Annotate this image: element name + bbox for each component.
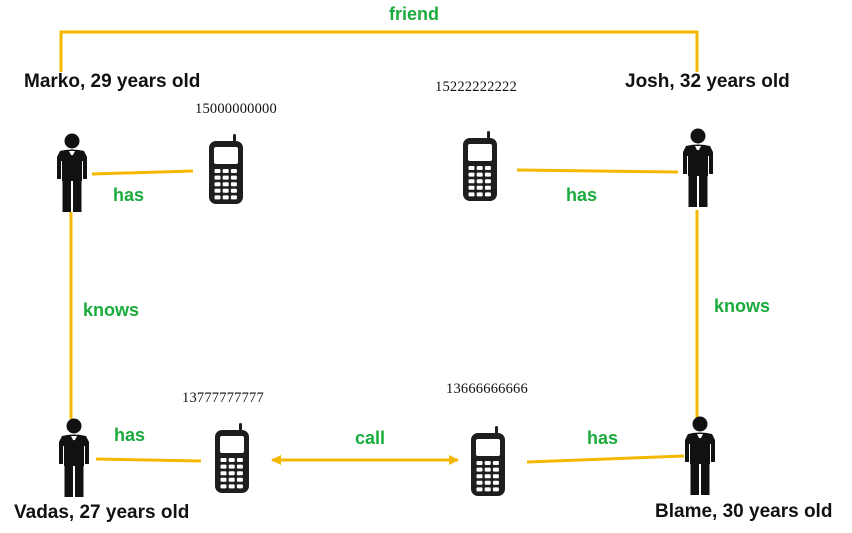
vadas-has-phone-edge (95, 457, 202, 463)
marko-name: Marko, 29 years old (24, 71, 201, 92)
josh-mobile-phone-icon (463, 131, 497, 201)
blame-has-label: has (587, 428, 619, 448)
blame-mobile-phone-icon (471, 426, 505, 496)
marko-person-icon (57, 133, 87, 212)
josh-has-label: has (566, 185, 598, 205)
josh-knows-blame-label: knows (714, 296, 771, 316)
marko-knows-vadas-label: knows (83, 300, 140, 320)
vadas-phone-number: 13777777777 (182, 390, 264, 406)
marko-phone-number: 15000000000 (195, 101, 277, 117)
josh-phone-number: 15222222222 (435, 79, 517, 95)
josh-name: Josh, 32 years old (625, 71, 790, 92)
blame-person-icon (685, 416, 715, 495)
josh-has-phone-edge (516, 168, 679, 174)
blame-name: Blame, 30 years old (655, 501, 833, 522)
vadas-name: Vadas, 27 years old (14, 502, 190, 523)
friend-edge (59, 30, 699, 72)
blame-phone-number: 13666666666 (446, 381, 528, 397)
friend-label: friend (389, 4, 440, 24)
vadas-mobile-phone-icon (215, 423, 249, 493)
vadas-has-label: has (114, 425, 146, 445)
call-label: call (355, 428, 386, 448)
blame-has-phone-edge (526, 454, 685, 464)
marko-mobile-phone-icon (209, 134, 243, 204)
marko-has-phone-edge (91, 169, 194, 176)
marko-has-label: has (113, 185, 145, 205)
vadas-person-icon (59, 418, 89, 497)
josh-person-icon (683, 128, 713, 207)
